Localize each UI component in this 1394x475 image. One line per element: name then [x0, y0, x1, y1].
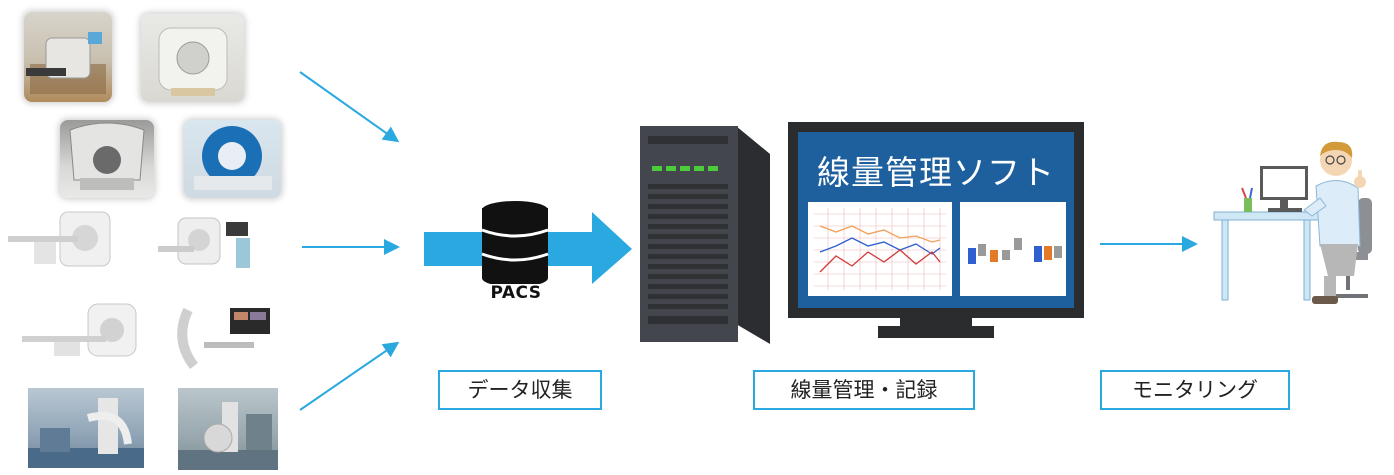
xray-room-icon — [28, 398, 144, 468]
ct-scanner-image-4 — [156, 212, 266, 278]
gantry-icon — [69, 122, 145, 190]
doctor-at-computer-icon — [1208, 126, 1392, 308]
chart-line-orange — [819, 225, 941, 243]
angiography-system-image — [168, 300, 274, 380]
monitoring-label: モニタリング — [1100, 370, 1290, 410]
collection-arrows — [299, 71, 400, 411]
ct-console-icon — [158, 217, 250, 268]
database-icon — [481, 201, 549, 284]
server-led-row — [652, 166, 718, 171]
arrow-lower — [299, 341, 400, 411]
linac-room-image — [24, 12, 112, 102]
monitor-icon — [788, 122, 1084, 338]
xray-unit-icon — [178, 402, 278, 470]
ct-with-table-icon — [8, 211, 111, 267]
arrow-upper — [299, 71, 400, 143]
blue-ct-gantry-icon — [194, 126, 272, 190]
dose-management-label: 線量管理・記録 — [753, 370, 975, 410]
data-collection-label: データ収集 — [438, 370, 602, 410]
server-icon — [640, 126, 770, 344]
linac-room-icon — [26, 32, 106, 94]
monitor-title: 線量管理ソフト — [817, 153, 1055, 192]
ct-side-view-icon — [22, 303, 137, 357]
monitoring-arrow — [1100, 236, 1198, 252]
chart-line-red — [819, 249, 941, 273]
pacs-label: PACS — [490, 283, 542, 303]
ct-scanner-image-3 — [4, 208, 132, 272]
xray-room-image-2 — [178, 388, 278, 470]
ct-scanner-image-5 — [18, 300, 150, 362]
radiotherapy-gantry-image — [60, 120, 154, 198]
ct-scanner-image-2 — [184, 120, 281, 198]
c-arm-icon — [177, 307, 270, 370]
ct-gantry-icon — [158, 27, 228, 96]
ct-scanner-image-1 — [141, 14, 244, 102]
boxplot-marks — [968, 238, 1062, 264]
chart-line-blue — [819, 237, 941, 255]
xray-room-image-1 — [28, 388, 144, 468]
